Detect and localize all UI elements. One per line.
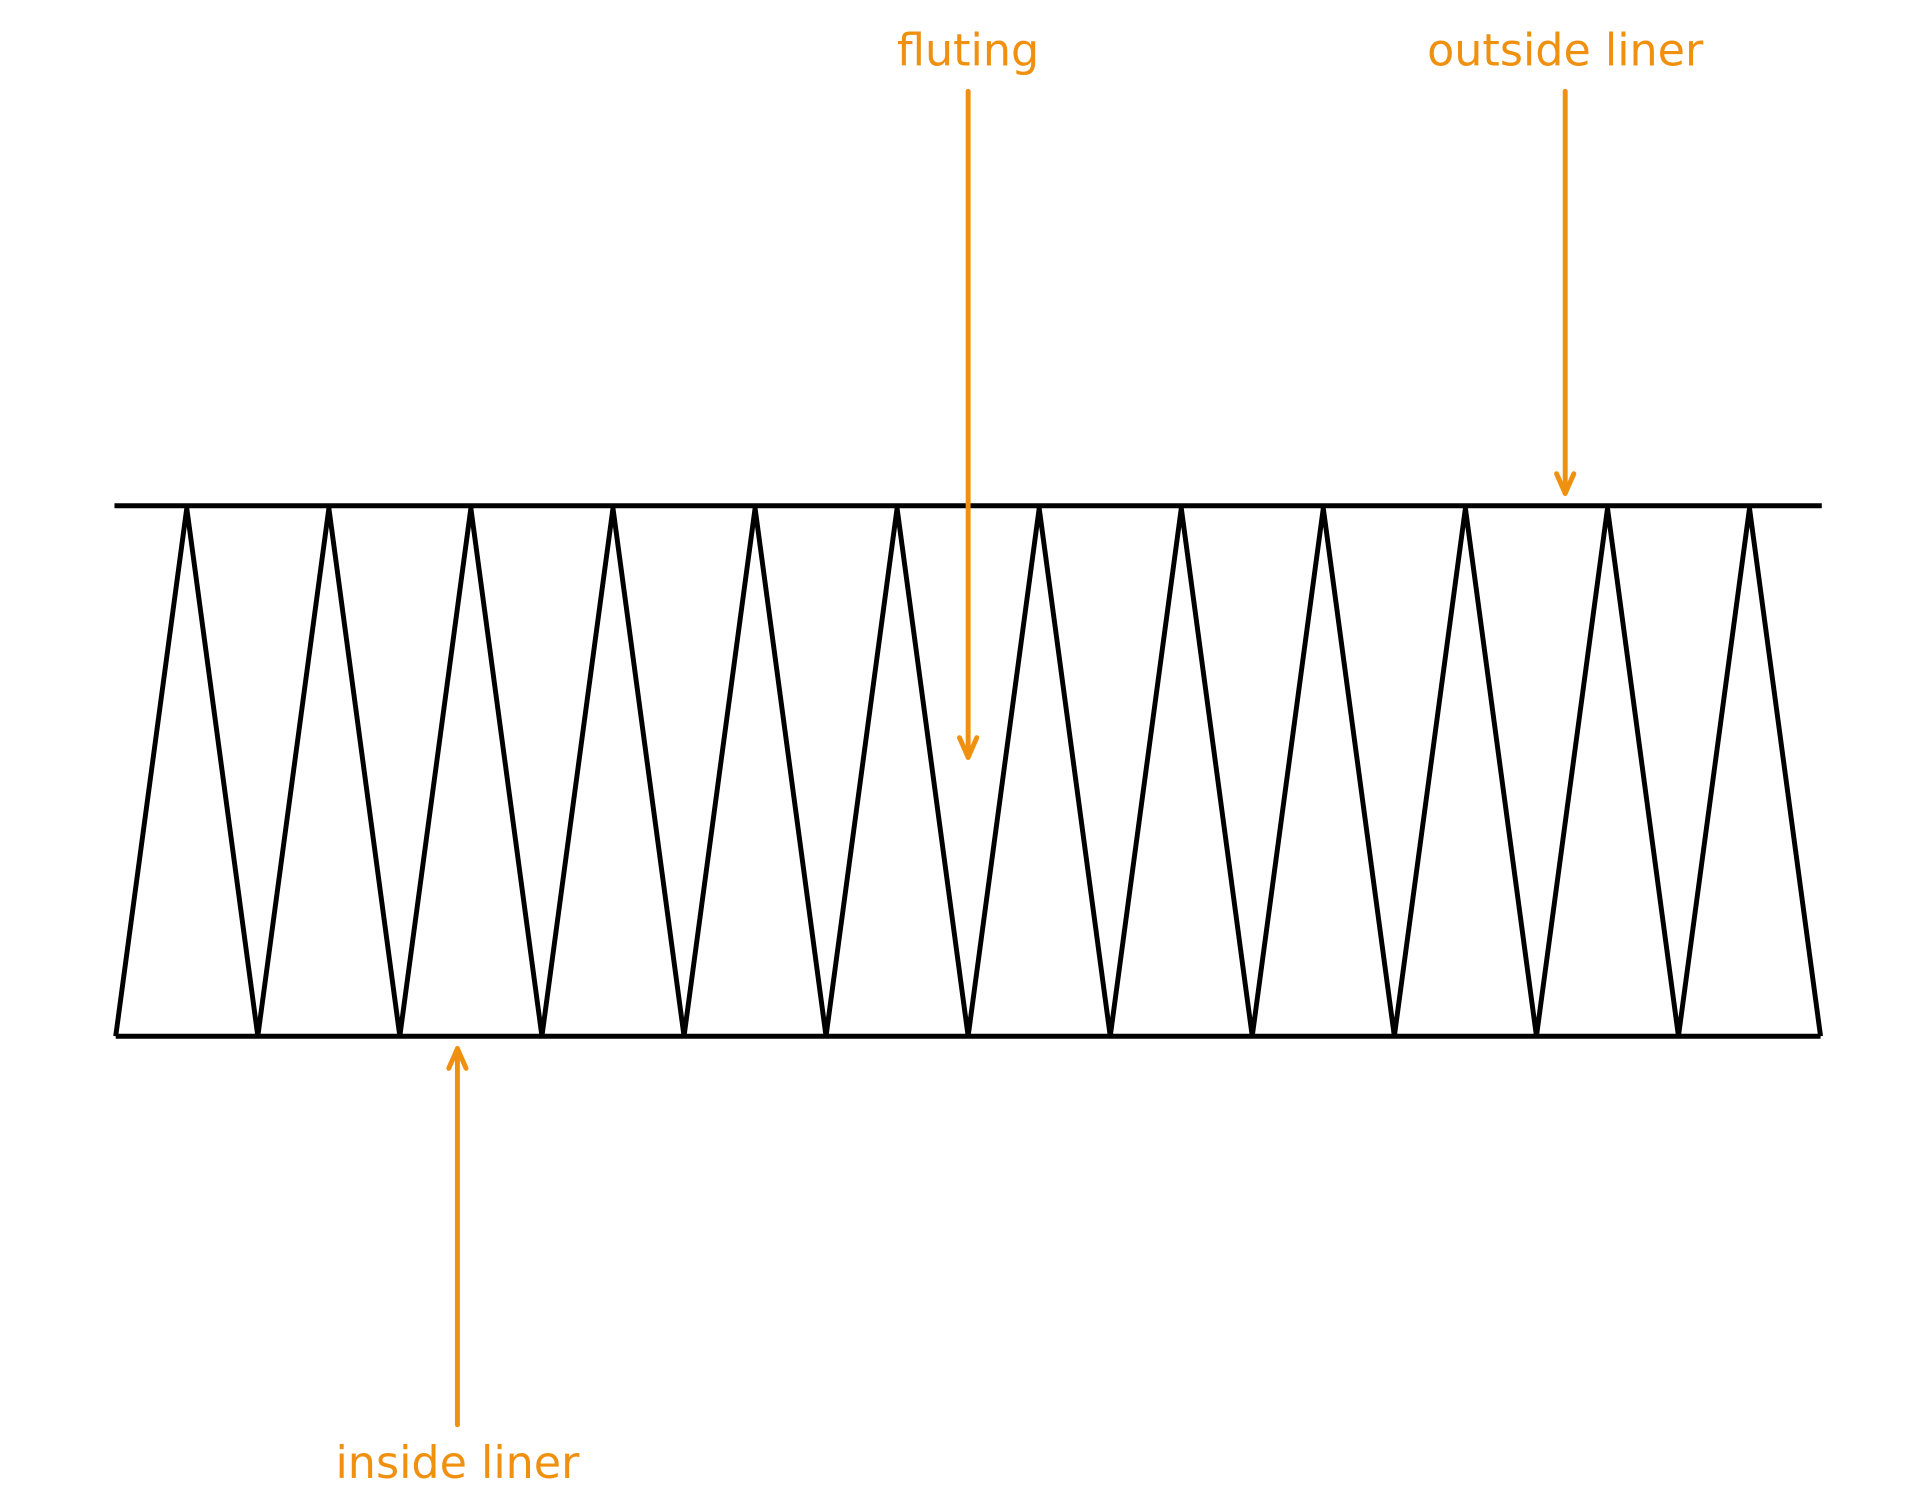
inside-liner-label: inside liner: [335, 1438, 580, 1489]
fluting-arrowhead: [957, 735, 980, 760]
outside-liner-arrowhead: [1554, 471, 1577, 496]
outside-liner-label: outside liner: [1427, 25, 1704, 76]
inside-liner-arrowhead: [446, 1046, 469, 1071]
fluting-label: fluting: [897, 25, 1039, 76]
fluting-zigzag: [113, 507, 1824, 1037]
annotations: [446, 88, 1577, 1428]
